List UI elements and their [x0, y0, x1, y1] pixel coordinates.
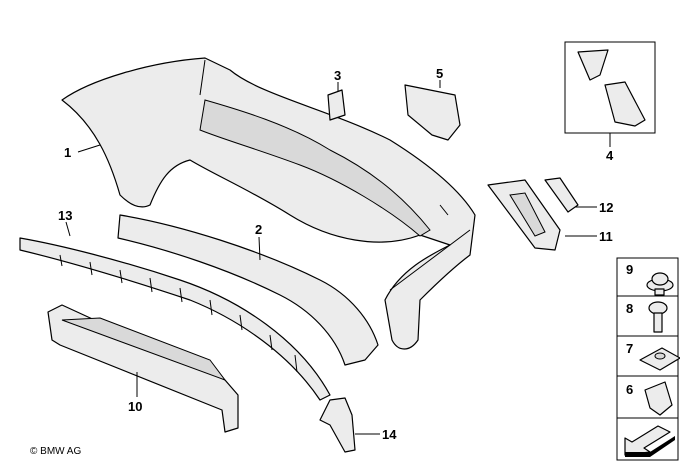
part-14-side-bracket[interactable] — [319, 397, 356, 453]
callout-10: 10 — [128, 399, 142, 414]
callout-7: 7 — [626, 341, 633, 356]
callout-9: 9 — [626, 262, 633, 277]
part-1-bumper-cover[interactable] — [61, 57, 476, 350]
part-13-lower-trim[interactable] — [19, 237, 331, 401]
callout-11: 11 — [599, 229, 613, 244]
callout-6: 6 — [626, 382, 633, 397]
part-2-bumper-carrier[interactable] — [117, 214, 379, 366]
copyright-notice: © BMW AG — [30, 446, 82, 457]
part-10-bracket[interactable] — [47, 304, 239, 433]
callout-4: 4 — [606, 148, 614, 163]
part-8-screw[interactable] — [648, 301, 668, 333]
arrow-icon — [624, 425, 675, 457]
part-11-reflector[interactable] — [487, 179, 561, 251]
part-7-nut[interactable] — [639, 347, 680, 371]
part-12-reflector-small[interactable] — [544, 177, 579, 213]
callout-5: 5 — [436, 66, 443, 81]
part-3-cover[interactable] — [327, 89, 346, 121]
callout-1: 1 — [64, 145, 71, 160]
callout-14: 14 — [382, 427, 397, 442]
part-5-plate[interactable] — [404, 84, 461, 141]
callout-13: 13 — [58, 208, 72, 223]
part-4-box[interactable] — [564, 41, 656, 134]
callout-12: 12 — [599, 200, 613, 215]
callout-8: 8 — [626, 301, 633, 316]
small-parts-panel — [616, 257, 680, 461]
part-6-clip[interactable] — [644, 381, 673, 416]
callout-3: 3 — [334, 68, 341, 83]
leader-lines — [65, 80, 611, 435]
callout-2: 2 — [255, 222, 262, 237]
part-9-clip[interactable] — [646, 272, 674, 296]
